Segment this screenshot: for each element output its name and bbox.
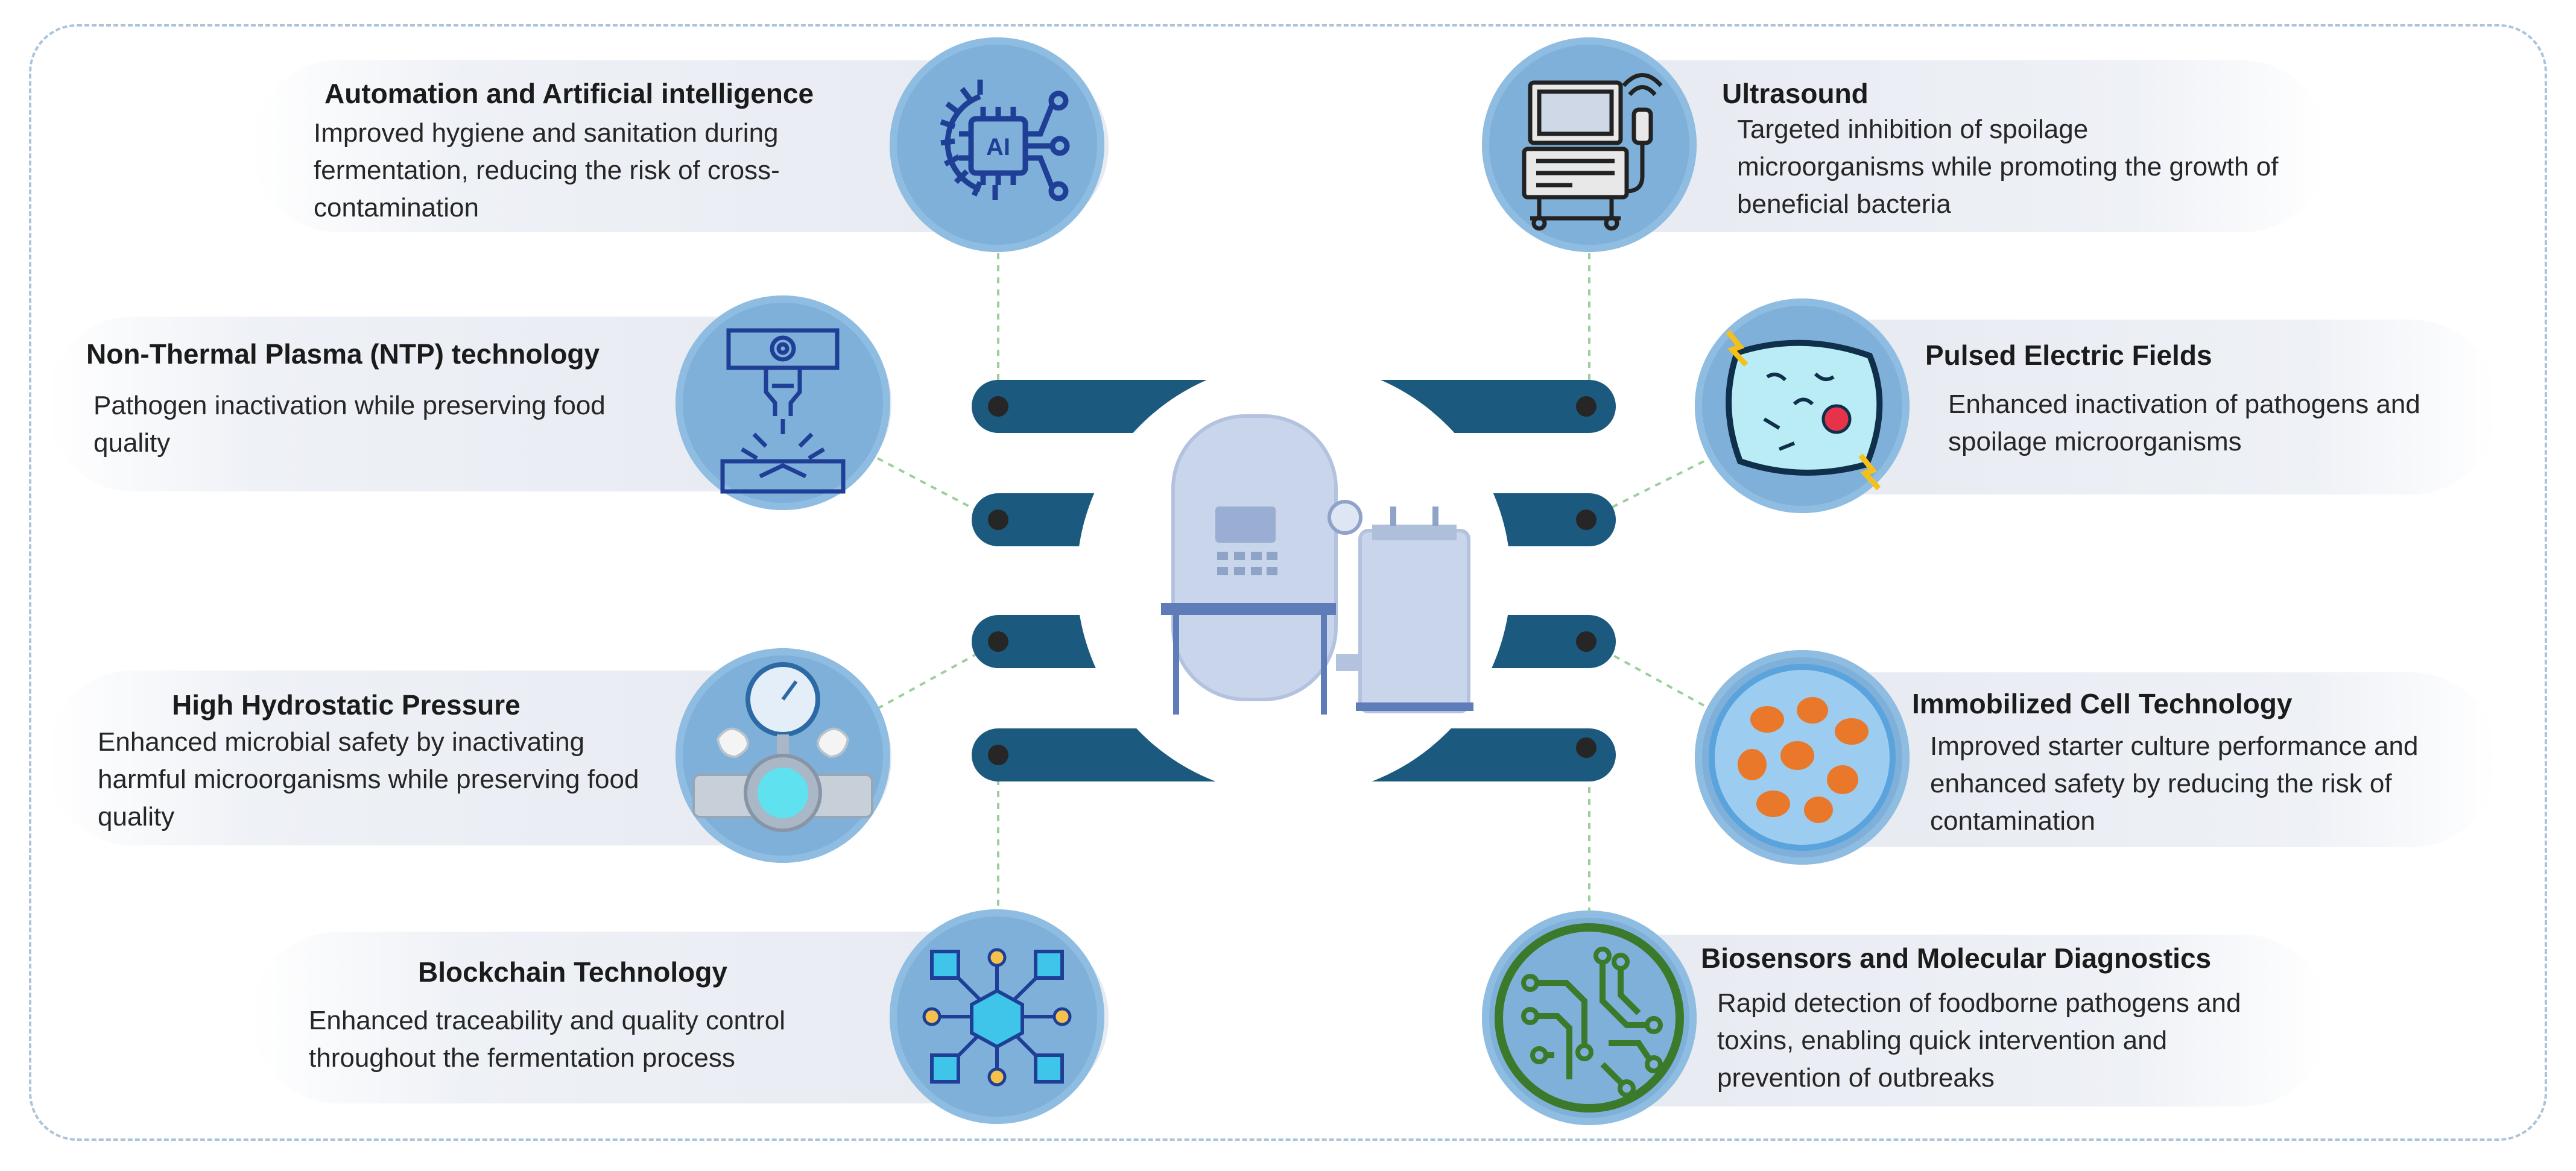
- dot-right-4: [1576, 737, 1597, 758]
- dot-left-2: [988, 510, 1008, 530]
- title-hhp: High Hydrostatic Pressure: [172, 689, 521, 721]
- desc-automation: Improved hygiene and sanitation during f…: [314, 118, 780, 223]
- outer-frame: [29, 24, 2547, 1141]
- microbe-cell-icon: [1695, 298, 1910, 513]
- dot-left-3: [988, 631, 1008, 652]
- title-ultrasound: Ultrasound: [1722, 78, 1869, 109]
- dot-right-3: [1576, 631, 1597, 652]
- fermentation-tank-icon: [1161, 414, 1473, 715]
- title-pef: Pulsed Electric Fields: [1925, 339, 2212, 371]
- plasma-nozzle-icon: [676, 295, 890, 510]
- circuit-board-icon: [1482, 911, 1697, 1125]
- dot-right-1: [1576, 396, 1597, 417]
- desc-pef: Enhanced inactivation of pathogens and s…: [1948, 390, 2420, 456]
- dot-right-2: [1576, 510, 1597, 530]
- pressure-gauge-icon: [676, 648, 890, 863]
- title-biosensors: Biosensors and Molecular Diagnostics: [1701, 942, 2212, 974]
- title-ict: Immobilized Cell Technology: [1912, 688, 2293, 719]
- title-ntp: Non-Thermal Plasma (NTP) technology: [86, 338, 600, 370]
- immobilized-cells-icon: [1695, 650, 1910, 865]
- desc-ict: Improved starter culture performance and…: [1930, 731, 2419, 836]
- blockchain-network-icon: [890, 909, 1104, 1124]
- desc-ntp: Pathogen inactivation while preserving f…: [93, 391, 606, 458]
- svg-text:AI: AI: [986, 134, 1010, 160]
- title-automation: Automation and Artificial intelligence: [324, 78, 814, 109]
- ai-gear-icon: AI: [890, 37, 1104, 252]
- desc-ultrasound: Targeted inhibition of spoilage microorg…: [1737, 115, 2279, 219]
- desc-hhp: Enhanced microbial safety by inactivatin…: [98, 727, 639, 832]
- desc-biosensors: Rapid detection of foodborne pathogens a…: [1717, 988, 2241, 1093]
- desc-blockchain: Enhanced traceability and quality contro…: [309, 1006, 786, 1073]
- connector-pef: [1589, 460, 1704, 520]
- title-blockchain: Blockchain Technology: [418, 956, 727, 988]
- dot-left-4: [988, 745, 1008, 765]
- dot-left-1: [988, 396, 1008, 417]
- ultrasound-machine-icon: [1482, 37, 1697, 252]
